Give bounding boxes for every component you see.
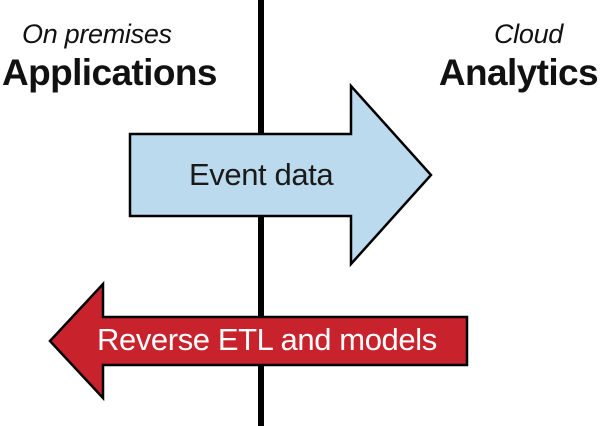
right-subtitle: Cloud: [493, 19, 563, 49]
left-subtitle: On premises: [22, 19, 172, 49]
right-title: Analytics: [438, 52, 599, 93]
event-data-label: Event data: [189, 157, 334, 192]
on-premises-applications-label: On premises Applications: [2, 18, 217, 96]
reverse-etl-arrow: [48, 280, 469, 402]
event-data-arrow: [128, 82, 433, 268]
left-title: Applications: [2, 52, 217, 93]
reverse-etl-label: Reverse ETL and models: [97, 322, 437, 357]
cloud-analytics-label: Cloud Analytics: [398, 18, 599, 96]
